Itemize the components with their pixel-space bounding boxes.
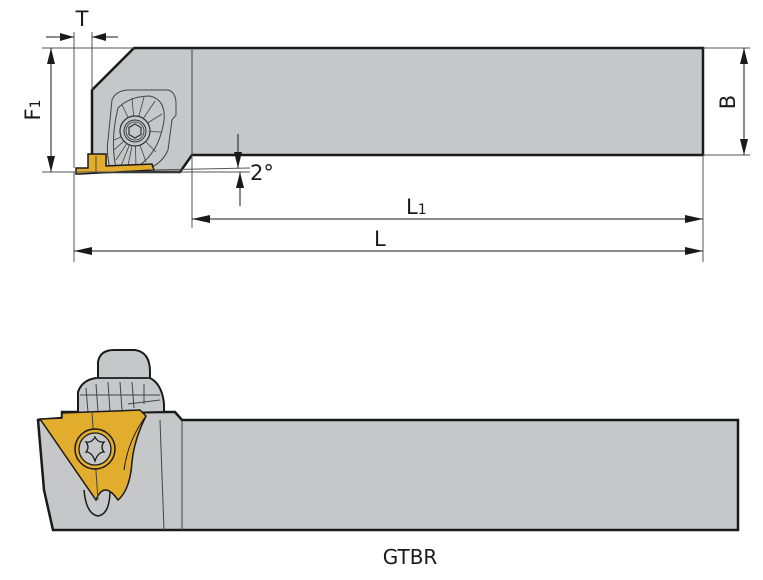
label-F1: F1 <box>21 99 45 120</box>
side-view: GTBR <box>36 349 740 569</box>
label-L: L <box>374 227 386 251</box>
top-view: T F1 B 2° <box>21 7 750 262</box>
clamp-assembly <box>106 89 177 171</box>
clamp-knob <box>77 349 165 416</box>
dim-angle: 2° <box>234 134 274 206</box>
dim-L1: L1 <box>192 195 703 223</box>
dim-B: B <box>716 48 748 155</box>
label-T: T <box>75 7 89 31</box>
top-holder-body <box>90 46 705 174</box>
side-holder-body <box>36 410 740 532</box>
top-insert <box>75 153 156 175</box>
torx-socket-icon <box>84 435 106 464</box>
label-L1: L1 <box>406 195 427 219</box>
hex-socket-icon <box>128 123 142 139</box>
dim-T: T <box>46 7 118 41</box>
label-B: B <box>716 95 740 109</box>
label-angle: 2° <box>250 161 274 185</box>
dim-L: L <box>74 227 703 255</box>
dim-F1: F1 <box>21 48 55 172</box>
model-caption: GTBR <box>383 545 438 569</box>
